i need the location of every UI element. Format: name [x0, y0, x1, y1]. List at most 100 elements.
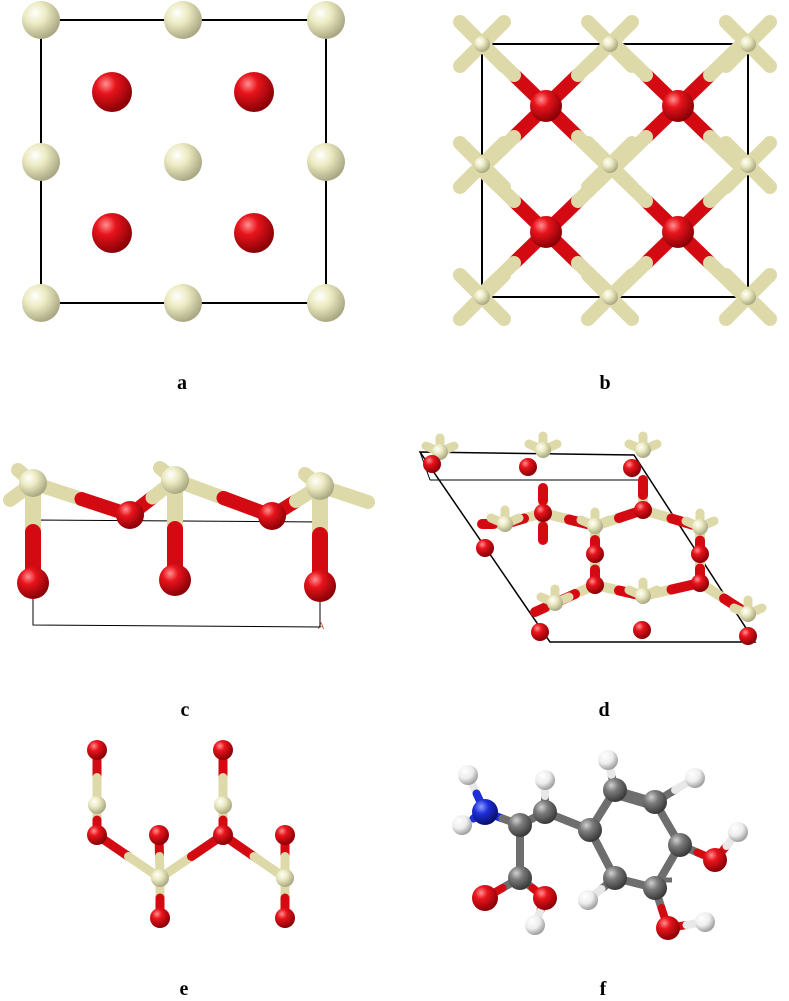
red-atom	[662, 216, 694, 248]
light-atom	[635, 442, 651, 458]
gray-atom	[603, 866, 627, 890]
light-atom	[276, 869, 294, 887]
light-atom	[474, 289, 490, 305]
gray-atom	[508, 866, 532, 890]
gray-atom	[643, 876, 667, 900]
red-atom	[703, 848, 727, 872]
panel-label-b: b	[599, 372, 611, 394]
red-atom	[17, 567, 49, 599]
red-atom	[662, 90, 694, 122]
white-atom	[598, 750, 618, 770]
panel-e-structure	[87, 740, 295, 928]
light-atom	[22, 1, 60, 39]
red-atom	[87, 740, 107, 760]
red-atom	[92, 213, 132, 253]
light-atom	[307, 1, 345, 39]
red-atom	[258, 502, 286, 530]
panel-label-e: e	[179, 978, 189, 1000]
light-atom	[164, 143, 202, 181]
red-atom	[739, 627, 757, 645]
light-atom	[306, 472, 334, 500]
light-atom	[151, 869, 169, 887]
red-atom	[691, 545, 709, 563]
white-atom	[695, 912, 715, 932]
light-atom	[307, 284, 345, 322]
panel-a-structure	[22, 1, 345, 322]
red-atom	[423, 455, 441, 473]
red-atom	[275, 825, 295, 845]
light-atom	[692, 519, 708, 535]
red-atom	[275, 908, 295, 928]
light-atom	[161, 466, 189, 494]
red-atom	[586, 545, 604, 563]
panel-c: A	[0, 420, 380, 650]
panel-label-a: a	[177, 372, 187, 394]
light-atom	[22, 284, 60, 322]
panel-f	[440, 730, 789, 960]
white-atom	[728, 822, 748, 842]
light-atom	[740, 157, 756, 173]
panel-d	[410, 420, 789, 670]
light-atom	[602, 36, 618, 52]
light-atom	[740, 289, 756, 305]
light-atom	[602, 157, 618, 173]
light-atom	[535, 442, 551, 458]
red-atom	[476, 539, 494, 557]
gray-atom	[643, 790, 667, 814]
light-atom	[164, 1, 202, 39]
light-atom	[19, 469, 47, 497]
panel-b	[420, 0, 789, 340]
red-atom	[691, 574, 709, 592]
panel-e	[60, 730, 320, 950]
light-atom	[547, 595, 563, 611]
red-atom	[519, 458, 537, 476]
red-atom	[116, 501, 144, 529]
red-atom	[149, 825, 169, 845]
red-atom	[213, 740, 233, 760]
red-atom	[530, 90, 562, 122]
light-atom	[497, 516, 513, 532]
light-atom	[307, 143, 345, 181]
white-atom	[525, 915, 545, 935]
red-atom	[533, 886, 557, 910]
white-atom	[578, 890, 598, 910]
red-atom	[633, 621, 651, 639]
panel-label-c: c	[180, 699, 190, 721]
corner-label-a: A	[318, 621, 324, 631]
light-atom	[214, 796, 232, 814]
red-atom	[586, 576, 604, 594]
bond	[530, 602, 550, 617]
red-atom	[234, 213, 274, 253]
red-atom	[472, 885, 498, 911]
red-atom	[531, 623, 549, 641]
gray-atom	[668, 833, 692, 857]
gray-atom	[508, 813, 532, 837]
panel-label-f: f	[599, 978, 607, 1000]
gray-atom	[578, 818, 602, 842]
panel-c-structure: A	[3, 461, 375, 631]
white-atom	[458, 765, 478, 785]
red-atom	[656, 916, 680, 940]
white-atom	[452, 815, 472, 835]
light-atom	[635, 588, 651, 604]
red-atom	[623, 459, 641, 477]
red-atom	[634, 501, 652, 519]
light-atom	[22, 143, 60, 181]
light-atom	[474, 36, 490, 52]
red-atom	[234, 72, 274, 112]
red-atom	[304, 570, 336, 602]
panel-label-d: d	[598, 699, 610, 721]
panel-d-structure	[418, 431, 767, 645]
gray-atom	[533, 800, 557, 824]
red-atom	[159, 564, 191, 596]
gray-atom	[603, 778, 627, 802]
red-atom	[87, 825, 107, 845]
light-atom	[740, 606, 756, 622]
panel-a	[0, 0, 370, 340]
unit-cell-outline	[418, 451, 757, 643]
panel-b-structure	[453, 15, 777, 326]
white-atom	[535, 770, 555, 790]
red-atom	[213, 825, 233, 845]
light-atom	[164, 284, 202, 322]
white-atom	[685, 768, 705, 788]
